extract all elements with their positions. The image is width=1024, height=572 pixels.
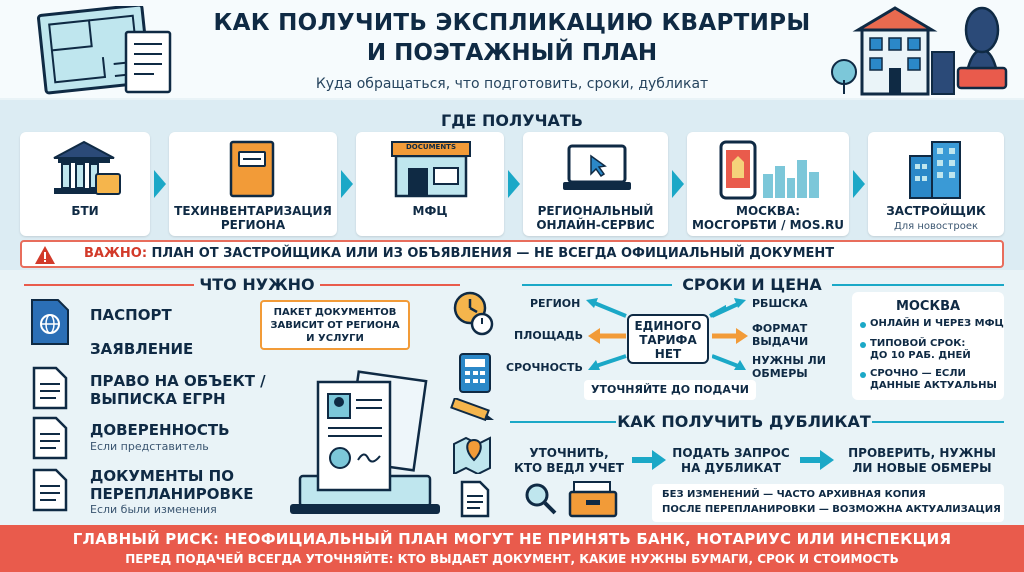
- terms-factor-area: ПЛОЩАДЬ: [514, 329, 583, 342]
- needs-item-passport: ПАСПОРТ: [90, 306, 172, 324]
- warning-text: ПЛАН ОТ ЗАСТРОЙЩИКА ИЛИ ИЗ ОБЪЯВЛЕНИЯ — …: [151, 246, 835, 261]
- moscow-panel-title: МОСКВА: [895, 299, 961, 314]
- divider: [522, 284, 672, 286]
- card-label: ТЕХИНВЕНТАРИЗАЦИЯ РЕГИОНА: [174, 204, 332, 232]
- ruler-pencil-icon: [450, 398, 494, 422]
- document-icon: [32, 416, 68, 460]
- card-moscow: МОСКВА: МОСГОРБТИ / MOS.RU: [687, 132, 849, 236]
- terms-factor-measurements: НУЖНЫ ЛИ ОБМЕРЫ: [752, 354, 826, 380]
- floor-plan-illustration-icon: [37, 6, 172, 95]
- arrow-right-icon: [341, 170, 353, 198]
- laptop-cursor-icon: [563, 144, 631, 190]
- arrow-right-icon: [154, 170, 166, 198]
- arrow-right-icon: [672, 170, 684, 198]
- bullet-icon: [860, 372, 866, 378]
- card-label: МОСКВА: МОСГОРБТИ / MOS.RU: [691, 204, 845, 232]
- arrow-right-icon: [853, 170, 865, 198]
- duplicate-step-1: УТОЧНИТЬ, КТО ВЕДЛ УЧЕТ: [514, 446, 624, 475]
- card-developer: ЗАСТРОЙЩИК Для новостроек: [868, 132, 1004, 236]
- document-icon: [460, 480, 490, 518]
- warning-bar: ВАЖНО: ПЛАН ОТ ЗАСТРОЙЩИКА ИЛИ ИЗ ОБЪЯВЛ…: [20, 240, 1004, 268]
- needs-item-application: ЗАЯВЛЕНИЕ: [90, 340, 194, 358]
- card-label: БТИ: [71, 204, 99, 218]
- moscow-item: ТИПОВОЙ СРОК: ДО 10 РАБ. ДНЕЙ: [870, 338, 971, 361]
- page-title-line2: И ПОЭТАЖНЫЙ ПЛАН: [366, 40, 658, 66]
- calculator-icon: [459, 353, 491, 393]
- bullet-icon: [860, 342, 866, 348]
- card-bti: БТИ: [20, 132, 150, 236]
- arrow-right-icon: [800, 450, 834, 470]
- needs-section-title: ЧТО НУЖНО: [199, 275, 315, 294]
- duplicate-note-1: БЕЗ ИЗМЕНЕНИЙ — ЧАСТО АРХИВНАЯ КОПИЯ: [662, 489, 926, 500]
- terms-arrows: [586, 298, 726, 370]
- archive-box-icon: [568, 481, 618, 518]
- moscow-item: ОНЛАЙН И ЧЕРЕЗ МФЦ: [870, 318, 1004, 329]
- card-label: ЗАСТРОЙЩИК: [886, 204, 986, 218]
- terms-factor-urgency: СРОЧНОСТЬ: [506, 361, 583, 374]
- needs-item-redevelopment: ДОКУМЕНТЫ ПО ПЕРЕПЛАНИРОВКЕ: [90, 467, 254, 503]
- moscow-panel: МОСКВА ОНЛАЙН И ЧЕРЕЗ МФЦ ТИПОВОЙ СРОК: …: [852, 292, 1004, 400]
- terms-arrows-right: [712, 298, 748, 370]
- laptop-documents-icon: [290, 370, 440, 514]
- needs-callout: ПАКЕТ ДОКУМЕНТОВ ЗАВИСИТ ОТ РЕГИОНА И УС…: [260, 300, 410, 350]
- terms-factor-format: ФОРМАТ ВЫДАЧИ: [752, 322, 809, 348]
- duplicate-step-3: ПРОВЕРИТЬ, НУЖНЫ ЛИ НОВЫЕ ОБМЕРЫ: [848, 446, 996, 475]
- footer-main-risk: ГЛАВНЫЙ РИСК: НЕОФИЦИАЛЬНЫЙ ПЛАН МОГУТ Н…: [72, 530, 952, 548]
- arrow-right-icon: [508, 170, 520, 198]
- card-online-service: РЕГИОНАЛЬНЫЙ ОНЛАЙН-СЕРВИС: [523, 132, 668, 236]
- warning-icon: [35, 246, 55, 264]
- card-regional-inventory: ТЕХИНВЕНТАРИЗАЦИЯ РЕГИОНА: [169, 132, 337, 236]
- divider: [320, 284, 460, 286]
- bullet-icon: [860, 322, 866, 328]
- warning-prefix: ВАЖНО:: [84, 246, 148, 261]
- phone-moscow-icon: [719, 140, 819, 200]
- footer-banner: ГЛАВНЫЙ РИСК: НЕОФИЦИАЛЬНЫЙ ПЛАН МОГУТ Н…: [0, 525, 1024, 572]
- terms-section-title: СРОКИ И ЦЕНА: [682, 275, 822, 294]
- needs-item-ownership: ПРАВО НА ОБЪЕКТ / ВЫПИСКА ЕГРН: [90, 372, 266, 408]
- page-title-line1: КАК ПОЛУЧИТЬ ЭКСПЛИКАЦИЮ КВАРТИРЫ: [213, 10, 811, 36]
- divider: [510, 421, 616, 423]
- terms-note: УТОЧНЯЙТЕ ДО ПОДАЧИ: [584, 380, 756, 400]
- folder-icon: [229, 140, 275, 198]
- needs-item-poa-note: Если представитель: [90, 440, 209, 453]
- bank-building-icon: [53, 140, 121, 195]
- skyscraper-icon: [909, 141, 961, 199]
- footer-advice: ПЕРЕД ПОДАЧЕЙ ВСЕГДА УТОЧНЯЙТЕ: КТО ВЫДА…: [125, 552, 899, 566]
- magnifier-icon: [525, 483, 557, 515]
- mfc-sign-text: DOCUMENTS: [405, 143, 456, 151]
- clock-timer-icon: [453, 291, 494, 336]
- where-section-title: ГДЕ ПОЛУЧАТЬ: [441, 111, 583, 130]
- needs-item-poa: ДОВЕРЕННОСТЬ: [90, 421, 230, 439]
- document-icon: [32, 366, 68, 410]
- terms-factor-rbshska: РБШСКА: [752, 297, 808, 310]
- card-label: РЕГИОНАЛЬНЫЙ ОНЛАЙН-СЕРВИС: [536, 204, 655, 232]
- duplicate-note-2: ПОСЛЕ ПЕРЕПЛАНИРОВКИ — ВОЗМОЖНА АКТУАЛИЗ…: [662, 504, 1001, 515]
- page-subtitle: Куда обращаться, что подготовить, сроки,…: [315, 76, 709, 92]
- terms-factor-region: РЕГИОН: [530, 297, 581, 310]
- divider: [872, 421, 1004, 423]
- mfc-office-icon: [391, 141, 471, 198]
- duplicate-section-title: КАК ПОЛУЧИТЬ ДУБЛИКАТ: [617, 412, 871, 431]
- divider: [832, 284, 1004, 286]
- divider: [24, 284, 194, 286]
- map-pin-icon: [453, 436, 491, 474]
- building-and-stamp-icon: [831, 6, 1008, 96]
- document-icon: [32, 468, 68, 512]
- duplicate-notes: БЕЗ ИЗМЕНЕНИЙ — ЧАСТО АРХИВНАЯ КОПИЯ ПОС…: [652, 484, 1004, 522]
- card-sublabel: Для новостроек: [893, 221, 979, 232]
- needs-item-redevelopment-note: Если были изменения: [90, 503, 217, 516]
- arrow-right-icon: [632, 450, 666, 470]
- duplicate-step-2: ПОДАТЬ ЗАПРОС НА ДУБЛИКАТ: [672, 446, 790, 475]
- passport-icon: [31, 299, 69, 345]
- card-label: МФЦ: [412, 204, 448, 218]
- card-mfc: DOCUMENTS МФЦ: [356, 132, 504, 236]
- terms-center-box: ЕДИНОГО ТАРИФА НЕТ: [627, 314, 709, 364]
- moscow-item: СРОЧНО — ЕСЛИ ДАННЫЕ АКТУАЛЬНЫ: [870, 368, 997, 391]
